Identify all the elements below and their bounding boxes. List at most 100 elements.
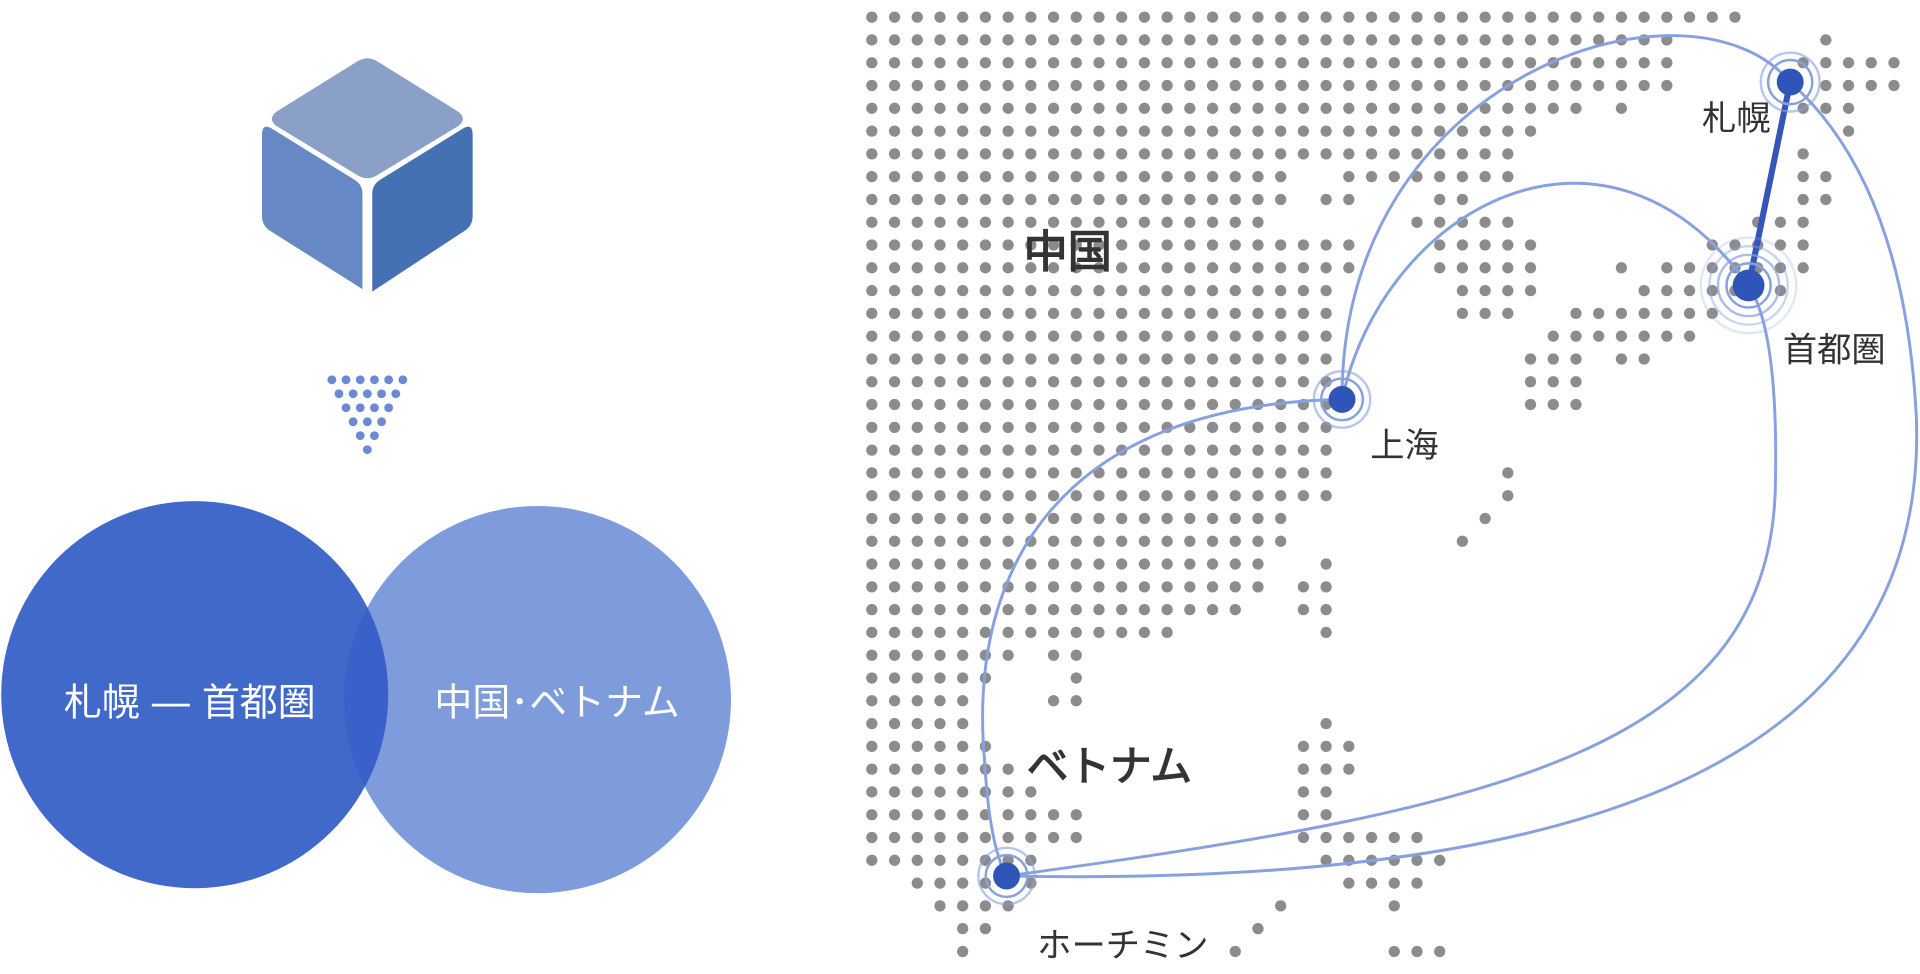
map-dot xyxy=(1206,490,1219,502)
map-dot xyxy=(1820,171,1832,183)
map-dot xyxy=(911,604,923,616)
map-dot xyxy=(888,490,901,502)
map-dot xyxy=(1661,11,1673,23)
city-marker xyxy=(1328,385,1356,413)
cube-icon xyxy=(262,58,473,292)
map-dot xyxy=(957,581,969,593)
map-dot xyxy=(1047,11,1060,23)
map-dot xyxy=(1252,125,1264,137)
map-dot xyxy=(1025,558,1037,570)
map-dot xyxy=(934,11,946,23)
map-dot xyxy=(1683,11,1696,23)
map-dot xyxy=(888,467,901,479)
map-dot xyxy=(1638,353,1650,365)
map-dot xyxy=(1320,626,1332,639)
map-dot xyxy=(1093,398,1105,411)
map-dot xyxy=(888,11,901,23)
map-dot xyxy=(1138,57,1151,69)
map-dot xyxy=(1842,57,1855,69)
map-dot xyxy=(911,740,923,753)
map-dot xyxy=(1297,11,1310,23)
map-dot xyxy=(1320,831,1332,844)
map-dot xyxy=(1297,148,1310,160)
map-dot xyxy=(1229,490,1241,502)
map-dot xyxy=(1842,125,1855,137)
down-arrow-dots-icon xyxy=(327,375,408,455)
map-dot xyxy=(979,148,992,160)
map-dot xyxy=(1252,11,1264,23)
map-dot xyxy=(1343,34,1355,46)
map-dot xyxy=(1320,558,1332,570)
map-dot xyxy=(1365,125,1378,137)
map-dot xyxy=(1002,216,1014,228)
map-dot xyxy=(1229,558,1241,570)
map-dot xyxy=(957,923,969,935)
map-dot xyxy=(1070,125,1082,137)
map-dot xyxy=(911,239,923,251)
map-dot xyxy=(1070,831,1082,844)
map-dot xyxy=(957,444,969,456)
map-dot xyxy=(957,717,969,730)
map-dot xyxy=(1025,239,1037,251)
map-dot xyxy=(1547,376,1559,388)
map-dot xyxy=(1025,193,1037,206)
map-dot xyxy=(1229,148,1241,160)
map-dot xyxy=(1275,444,1287,456)
map-dot xyxy=(1479,307,1491,320)
map-dot xyxy=(1456,34,1469,46)
map-dot xyxy=(1116,581,1128,593)
map-dot xyxy=(957,854,969,866)
map-dot xyxy=(1070,467,1082,479)
map-dot xyxy=(1502,11,1514,23)
map-dot xyxy=(1002,239,1014,251)
map-dot xyxy=(1570,102,1582,114)
map-dot xyxy=(1615,11,1628,23)
map-dot xyxy=(1365,57,1378,69)
map-dot xyxy=(934,57,946,69)
map-dot xyxy=(979,421,992,433)
map-dot xyxy=(934,307,946,320)
map-dot xyxy=(1343,102,1355,114)
map-dot xyxy=(957,512,969,525)
map-dot xyxy=(957,490,969,502)
map-dot xyxy=(911,763,923,775)
map-dot xyxy=(1093,490,1105,502)
arrow-dot xyxy=(348,389,358,399)
map-dot xyxy=(1797,193,1809,206)
map-dot xyxy=(1502,216,1514,228)
map-dot xyxy=(1411,877,1423,889)
map-dot xyxy=(1070,604,1082,616)
map-dot xyxy=(866,239,878,251)
city-marker xyxy=(1776,68,1804,96)
map-dot xyxy=(934,649,946,661)
map-dot xyxy=(1047,79,1060,92)
map-dot xyxy=(888,740,901,753)
map-dot xyxy=(888,717,901,730)
map-dot xyxy=(1070,79,1082,92)
map-dot xyxy=(1297,809,1310,821)
map-dot xyxy=(979,604,992,616)
map-dot xyxy=(1888,79,1900,92)
map-dot xyxy=(957,877,969,889)
map-dot xyxy=(1229,945,1241,958)
map-dot xyxy=(1502,171,1514,183)
map-dot xyxy=(1093,330,1105,342)
map-dot xyxy=(1206,330,1219,342)
map-dot xyxy=(1025,148,1037,160)
map-dot xyxy=(1093,34,1105,46)
map-dot xyxy=(911,444,923,456)
dot-map xyxy=(866,11,1900,958)
map-dot xyxy=(1434,854,1446,866)
map-dot xyxy=(957,11,969,23)
map-dot xyxy=(1047,467,1060,479)
map-dot xyxy=(1547,102,1559,114)
map-dot xyxy=(1002,307,1014,320)
map-dot xyxy=(1275,79,1287,92)
map-dot xyxy=(1570,376,1582,388)
map-dot xyxy=(1070,672,1082,684)
map-dot xyxy=(1206,581,1219,593)
map-dot xyxy=(1479,34,1491,46)
map-dot xyxy=(888,171,901,183)
map-dot xyxy=(1184,284,1196,297)
map-dot xyxy=(957,786,969,798)
